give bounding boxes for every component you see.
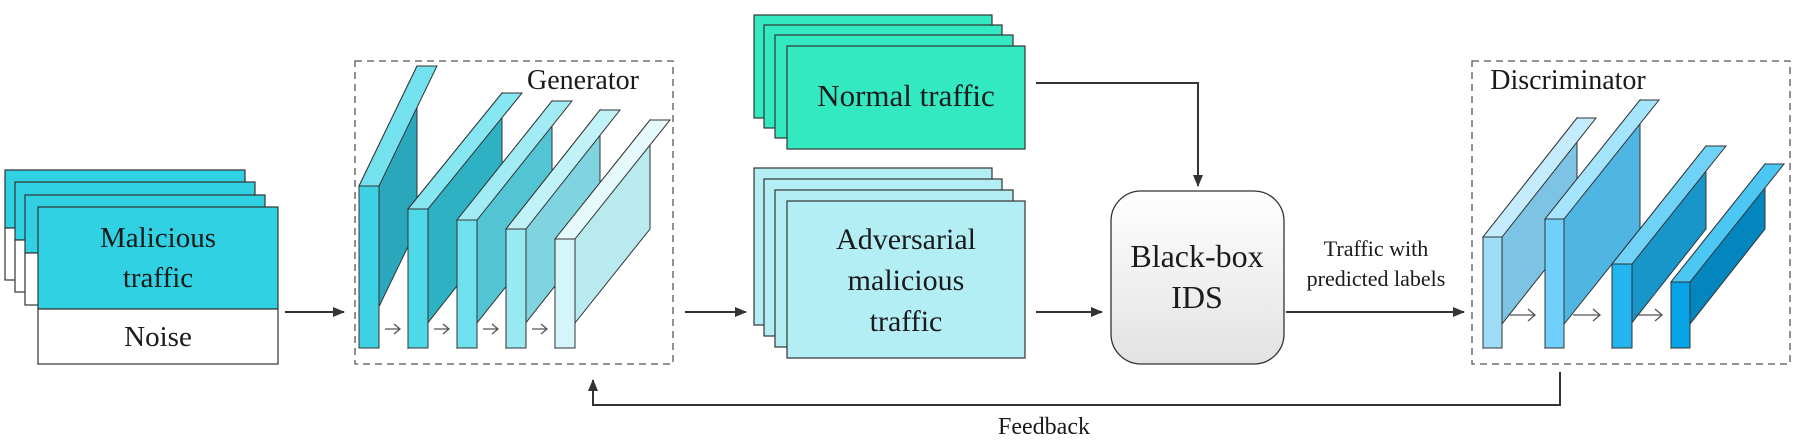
traffic-with-labels-line1: Traffic with: [1324, 236, 1429, 261]
generator-layer-4: [504, 108, 622, 350]
generator-frame: [354, 60, 674, 365]
discriminator-layer-3: [1610, 144, 1728, 350]
generator-flow-arrow-icon-2: [434, 323, 451, 335]
ids-label-line1: Black-box: [1130, 238, 1263, 274]
discriminator-title: Discriminator: [1490, 65, 1646, 96]
normal-traffic-stack: Normal traffic: [753, 14, 1026, 150]
adversarial-traffic-stack: Adversarial malicious traffic: [753, 167, 1026, 359]
adversarial-label-line1: Adversarial: [836, 223, 976, 256]
adversarial-label-line2: malicious: [848, 264, 965, 297]
generator-layer-1: [358, 65, 438, 349]
adversarial-label-line3: traffic: [870, 305, 943, 338]
input-card-front: Malicious traffic Noise: [37, 206, 279, 365]
generator-flow-arrow-icon-1: [385, 323, 402, 335]
normal-traffic-box: [786, 45, 1026, 150]
black-box-ids: Black-box IDS: [1110, 190, 1285, 365]
discriminator-flow-arrow-icon-1: [1508, 308, 1536, 322]
feedback-label: Feedback: [998, 414, 1090, 440]
adversarial-traffic-box: [786, 200, 1026, 359]
generator-flow-arrow-icon-3: [483, 323, 500, 335]
discriminator-flow-arrows: [1508, 308, 1663, 322]
malicious-traffic-label-line1: Malicious: [100, 222, 216, 254]
discriminator: Discriminator: [1471, 60, 1791, 365]
discriminator-layer-4: [1669, 162, 1786, 350]
generator-layer-3: [455, 99, 574, 350]
traffic-with-labels-line2: predicted labels: [1307, 266, 1446, 291]
arrow-normal-to-ids: [1036, 82, 1203, 187]
generator: Generator: [354, 60, 674, 365]
discriminator-frame: [1471, 60, 1791, 365]
generator-flow-arrow-icon-4: [532, 323, 549, 335]
noise-label: Noise: [124, 321, 192, 353]
discriminator-flow-arrow-icon-2: [1573, 308, 1601, 322]
arrow-feedback: [588, 372, 1561, 406]
malicious-traffic-label-line2: traffic: [123, 262, 193, 294]
discriminator-flow-arrow-icon-3: [1635, 308, 1663, 322]
generator-layer-5: [553, 118, 672, 350]
normal-traffic-label: Normal traffic: [817, 78, 995, 113]
generator-flow-arrows: [385, 323, 549, 335]
discriminator-layer-2: [1543, 98, 1661, 350]
ids-label-line2: IDS: [1171, 279, 1223, 315]
input-stack: Malicious traffic Noise: [4, 169, 279, 365]
ids-box: [1110, 190, 1285, 365]
generator-title: Generator: [527, 65, 640, 96]
noise-box: [37, 308, 279, 365]
discriminator-layer-1: [1481, 116, 1598, 350]
